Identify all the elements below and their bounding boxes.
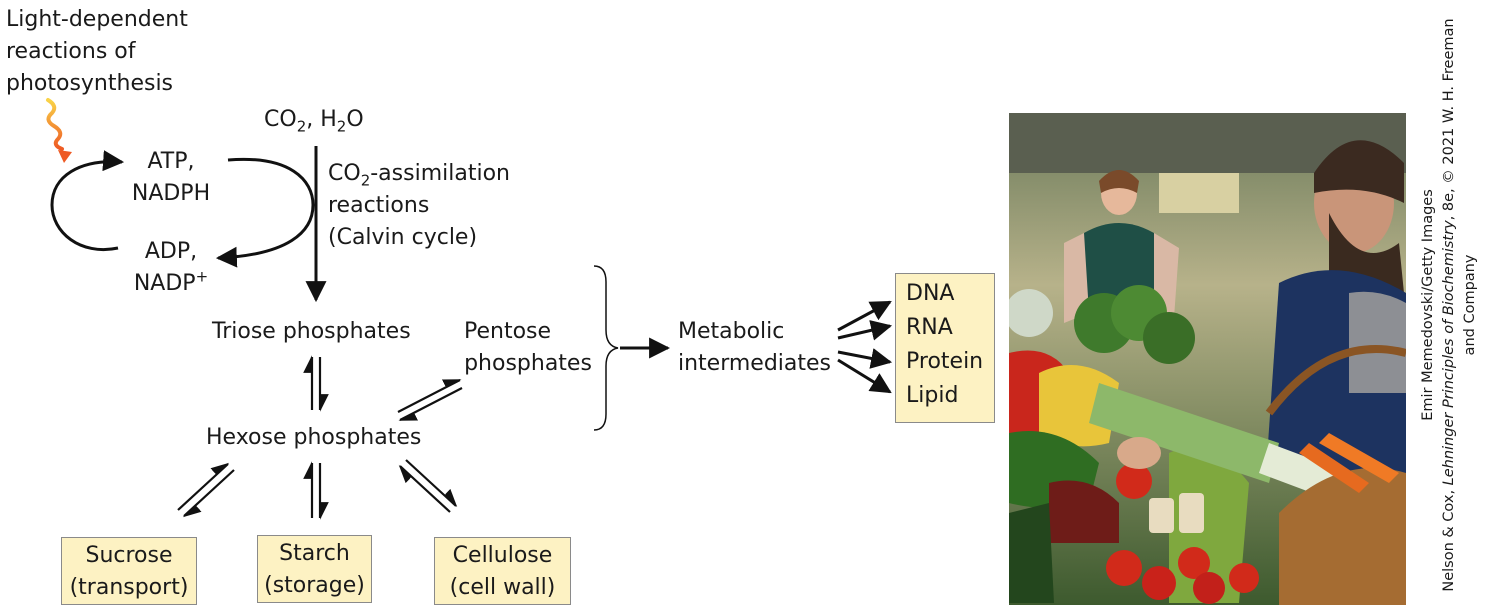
right-cycle-arc bbox=[215, 157, 315, 268]
products-box: DNA RNA Protein Lipid bbox=[895, 273, 995, 423]
metabolic-intermediates-label: Metabolic intermediates bbox=[678, 319, 832, 376]
image-credit: Emir Memedovski/Getty Images Nelson & Co… bbox=[1420, 18, 1478, 592]
market-photo bbox=[1009, 113, 1406, 605]
starch-box: Starch (storage) bbox=[257, 535, 372, 603]
cellulose-box: Cellulose (cell wall) bbox=[434, 537, 571, 605]
sunlight-arrowhead-icon bbox=[58, 150, 72, 163]
brace bbox=[593, 265, 619, 431]
light-reactions-label: Light-dependent reactions of photosynthe… bbox=[6, 7, 188, 96]
sucrose-box: Sucrose (transport) bbox=[61, 537, 197, 605]
product-protein: Protein bbox=[906, 349, 984, 374]
triose-phosphates-label: Triose phosphates bbox=[212, 319, 411, 344]
pentose-phosphates-label: Pentose phosphates bbox=[464, 319, 592, 376]
left-cycle-arc bbox=[50, 150, 125, 251]
product-dna: DNA bbox=[906, 281, 955, 306]
product-rna: RNA bbox=[906, 315, 953, 340]
product-lipid: Lipid bbox=[906, 383, 959, 408]
co2-h2o-label: CO2, H2O bbox=[264, 107, 364, 136]
adp-nadp-label: ADP, NADP+ bbox=[133, 239, 209, 296]
sunlight-wave-icon bbox=[46, 98, 64, 151]
atp-nadph-label: ATP, NADPH bbox=[131, 149, 211, 206]
hexose-phosphates-label: Hexose phosphates bbox=[206, 425, 422, 450]
co2-assimilation-label: CO2-assimilation reactions (Calvin cycle… bbox=[328, 161, 510, 250]
